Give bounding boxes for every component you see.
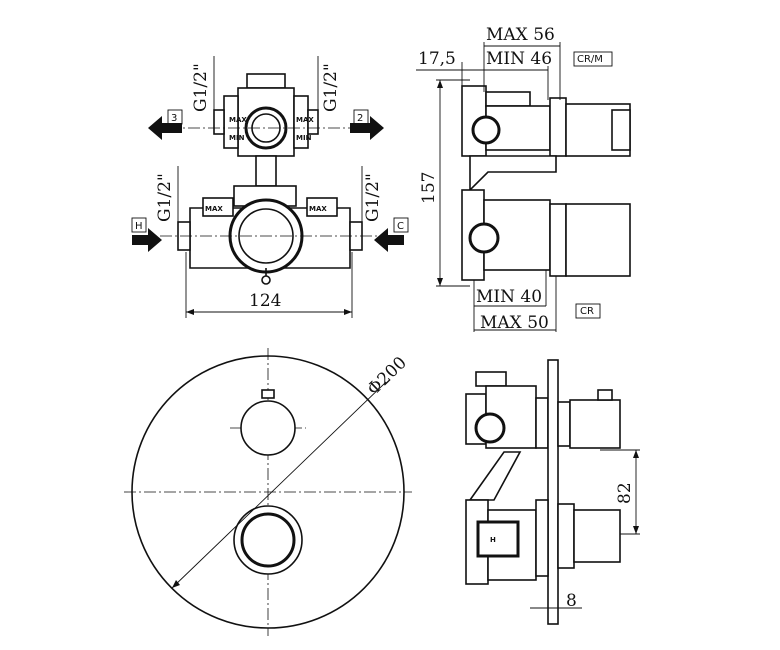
thread-label-bottom-right: G1/2" bbox=[363, 173, 383, 222]
cold-inlet-label: C bbox=[397, 221, 404, 232]
mixer-drain bbox=[261, 275, 271, 285]
dim-157-arrow-top-icon bbox=[437, 80, 443, 88]
inst-hot-mark: H bbox=[490, 536, 496, 544]
tag-crm-box bbox=[573, 51, 613, 67]
plate-view: Φ200 bbox=[124, 348, 412, 636]
dim-82-arrow-top-icon bbox=[633, 450, 639, 458]
side-view-body: 157 17,5 MAX 56 MIN 46 CR/M MIN 40 MAX 5… bbox=[416, 25, 631, 333]
inst-wall-plate bbox=[547, 359, 559, 625]
diverter-max-mark-right: MAX bbox=[296, 116, 314, 124]
thermostat-knob-ring bbox=[240, 512, 296, 568]
dim-min40-label: MIN 40 bbox=[476, 287, 542, 307]
inst-upper-knob-base bbox=[557, 401, 571, 447]
thread-label-top-left: G1/2" bbox=[191, 63, 211, 112]
side-upper-flange bbox=[549, 97, 567, 157]
diverter-knob bbox=[240, 400, 296, 456]
side-upper-cap bbox=[485, 91, 531, 107]
side-upper-port bbox=[471, 115, 501, 145]
inst-lower-knob bbox=[573, 509, 621, 563]
outlet-2-arrow-icon: 2 bbox=[350, 109, 384, 140]
mixer-left-valve bbox=[202, 197, 234, 217]
dim-124-arrow-left-icon bbox=[186, 309, 194, 315]
tag-cr-label: CR bbox=[580, 306, 594, 317]
mixer-port-inner bbox=[238, 208, 294, 264]
dim-82-label: 82 bbox=[615, 482, 635, 504]
hot-inlet-arrow-icon: H bbox=[131, 217, 162, 252]
side-lower-port bbox=[468, 222, 500, 254]
diverter-left-stub bbox=[213, 109, 225, 135]
dim-max56-label: MAX 56 bbox=[486, 25, 555, 45]
diverter-min-mark-right: MIN bbox=[296, 134, 312, 142]
side-lower-handle bbox=[565, 203, 631, 277]
dim-82-arrow-bottom-icon bbox=[633, 526, 639, 534]
inst-upper-flange bbox=[535, 397, 549, 449]
connector-neck bbox=[255, 155, 277, 187]
dim-124-label: 124 bbox=[249, 291, 281, 311]
inst-upper-port bbox=[474, 412, 506, 444]
dim-dia200-label: Φ200 bbox=[364, 353, 411, 400]
dim-157-arrow-bottom-icon bbox=[437, 278, 443, 286]
dim-157-label: 157 bbox=[419, 172, 439, 204]
diverter-top-cap bbox=[246, 73, 286, 89]
inst-upper-cap bbox=[475, 371, 507, 387]
dim-dia200-arrow-icon bbox=[172, 580, 180, 588]
outlet-3-arrow-icon: 3 bbox=[148, 109, 183, 140]
dim-17-5-label: 17,5 bbox=[418, 49, 456, 69]
inst-lower-port bbox=[476, 520, 520, 558]
dim-124-arrow-right-icon bbox=[344, 309, 352, 315]
cold-inlet-arrow-icon: C bbox=[374, 217, 409, 252]
dim-8-label: 8 bbox=[566, 591, 577, 611]
inst-upper-knob bbox=[569, 399, 621, 449]
dim-min46-label: MIN 46 bbox=[486, 49, 552, 69]
mixer-right-valve bbox=[306, 197, 338, 217]
tag-cr-box bbox=[575, 303, 601, 319]
dim-dia200-line bbox=[171, 381, 387, 589]
outlet-3-label: 3 bbox=[171, 113, 177, 124]
inst-upper-knob-indicator bbox=[597, 389, 613, 401]
inst-lower-flange bbox=[535, 499, 549, 577]
outlet-2-label: 2 bbox=[357, 113, 363, 124]
side-view-installed: H 82 8 bbox=[465, 359, 640, 625]
thread-label-bottom-left: G1/2" bbox=[155, 173, 175, 222]
thread-label-top-right: G1/2" bbox=[321, 63, 341, 112]
diverter-right-stub bbox=[307, 109, 319, 135]
diverter-knob-indicator bbox=[261, 389, 275, 399]
inst-lower-knob-base bbox=[557, 503, 575, 569]
dim-max50-label: MAX 50 bbox=[480, 313, 549, 333]
thermostat-knob bbox=[233, 505, 303, 575]
inst-connector bbox=[468, 451, 522, 501]
mixer-right-max-mark: MAX bbox=[309, 205, 327, 213]
side-upper-handle-tip bbox=[611, 109, 631, 151]
diverter-max-mark: MAX bbox=[229, 116, 247, 124]
mixer-left-max-mark: MAX bbox=[205, 205, 223, 213]
diverter-min-mark: MIN bbox=[229, 134, 245, 142]
side-lower-flange bbox=[549, 203, 567, 277]
front-view: MAX MIN MAX MIN MAX MAX G1/2" G1/2" G1/2… bbox=[131, 56, 409, 318]
hot-inlet-label: H bbox=[135, 221, 143, 232]
tag-crm-label: CR/M bbox=[577, 54, 603, 65]
side-connector bbox=[469, 155, 557, 192]
